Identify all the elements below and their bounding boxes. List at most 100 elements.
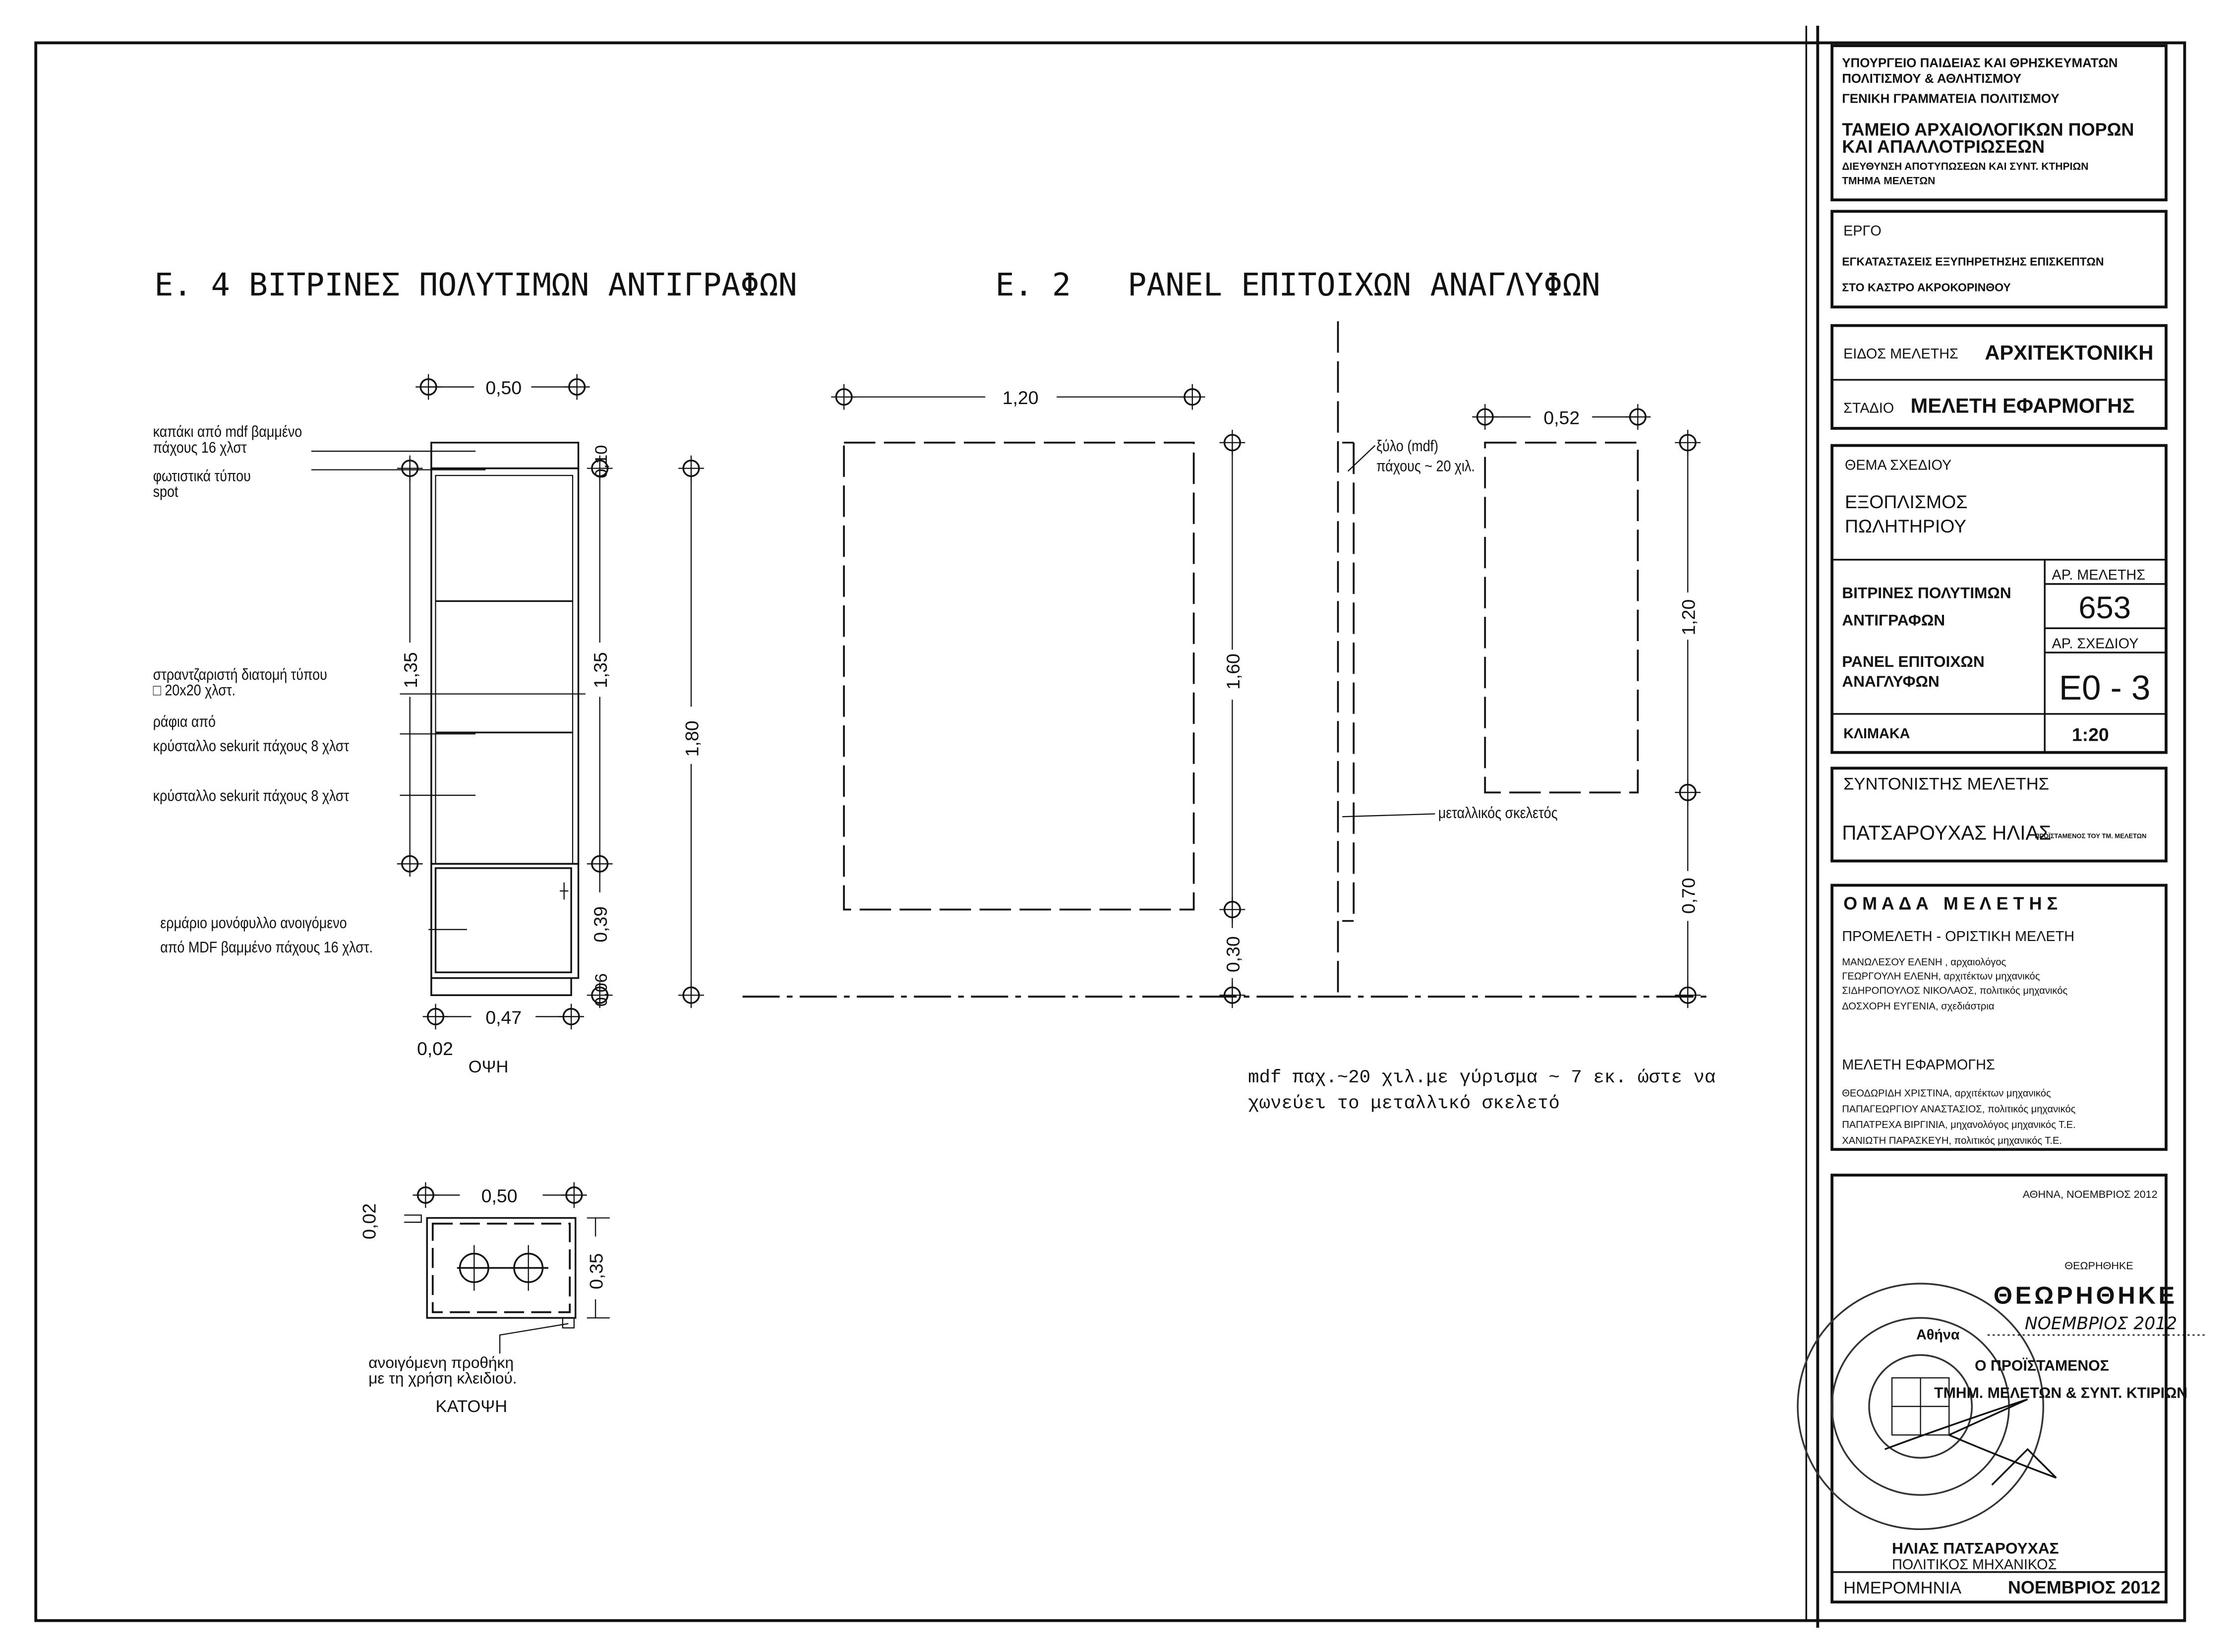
study-type: ΑΡΧΙΤΕΚΤΟΝΙΚΗ: [1985, 341, 2153, 364]
dim-cabinet: 0,39: [590, 906, 611, 943]
final-label: ΜΕΛΕΤΗ ΕΦΑΡΜΟΓΗΣ: [1842, 1057, 1995, 1073]
official-seal-icon: [1797, 1283, 2044, 1531]
date-value: ΝΟΕΜΒΡΙΟΣ 2012: [2008, 1577, 2161, 1597]
prelim-label: ΠΡΟΜΕΛΕΤΗ - ΟΡΙΣΤΙΚΗ ΜΕΛΕΤΗ: [1842, 929, 2074, 944]
date-label: ΗΜΕΡΟΜΗΝΙΑ: [1843, 1579, 1961, 1597]
dim-right-height: 1,35: [590, 652, 611, 688]
label: ράφια από: [153, 713, 216, 731]
signature-icon: [1884, 1398, 2057, 1486]
dim-offset: 0,02: [417, 1038, 453, 1059]
stamp-reviewed: ΘΕΩΡΗΘΗΚΕ: [1994, 1282, 2178, 1309]
dim-panel-height: 1,60: [1223, 653, 1243, 690]
stage: ΜΕΛΕΤΗ ΕΦΑΡΜΟΓΗΣ: [1910, 394, 2134, 417]
ministry-line: ΓΕΝΙΚΗ ΓΡΑΜΜΑΤΕΙΑ ΠΟΛΙΤΙΣΜΟΥ: [1842, 92, 2059, 106]
label: από MDF βαμμένο πάχους 16 χλστ.: [160, 939, 373, 956]
label: κρύσταλλο sekurit πάχους 8 χλστ: [153, 787, 350, 805]
coordinator-role: ΠΡΟΪΣΤΑΜΕΝΟΣ ΤΟΥ ΤΜ. ΜΕΛΕΤΩΝ: [2035, 832, 2146, 839]
drawing-item: ΑΝΑΓΛΥΦΩΝ: [1842, 672, 1940, 690]
vitrine-labels: καπάκι από mdf βαμμένο πάχους 16 χλστ φω…: [153, 423, 373, 956]
vitrine-elevation: [311, 386, 692, 1017]
stamp-head: Ο ΠΡΟΪΣΤΑΜΕΝΟΣ: [1975, 1358, 2109, 1374]
drawing-no-label: ΑΡ. ΣΧΕΔΙΟΥ: [2052, 636, 2139, 651]
drawing-item: ΑΝΤΙΓΡΑΦΩΝ: [1842, 611, 1945, 629]
stamp-handwritten-date: ΝΟΕΜΒΡΙΟΣ 2012: [2025, 1314, 2177, 1334]
panel-note: χωνεύει το μεταλλικό σκελετό: [1248, 1093, 1560, 1114]
scale-value: 1:20: [2072, 724, 2109, 745]
study-type-label: ΕΙΔΟΣ ΜΕΛΕΤΗΣ: [1843, 346, 1958, 362]
team-label: Ο Μ Α Δ Α Μ Ε Λ Ε Τ Η Σ: [1843, 893, 2058, 913]
dim-panel-width: 1,20: [1002, 387, 1039, 408]
label-metal-frame: μεταλλικός σκελετός: [1438, 804, 1558, 822]
dim-plan-width: 0,50: [481, 1185, 518, 1206]
team-member: ΜΑΝΩΛΕΣΟΥ ΕΛΕΝΗ , αρχαιολόγος: [1842, 957, 2006, 968]
team-member: ΧΑΝΙΩΤΗ ΠΑΡΑΣΚΕΥΗ, πολιτικός μηχανικός Τ…: [1842, 1135, 2062, 1146]
plan-texts: 0,50 0,35 0,02 ανοιγόμενη προθήκη με τη …: [359, 1185, 607, 1416]
label: με τη χρήση κλειδιού.: [368, 1369, 517, 1387]
vitrines-title: Ε. 4 ΒΙΤΡΙΝΕΣ ΠΟΛΥΤΙΜΩΝ ΑΝΤΙΓΡΑΦΩΝ: [154, 266, 797, 303]
dim-total: 1,80: [681, 720, 702, 757]
subject-line: ΕΞΟΠΛΙΣΜΟΣ: [1845, 491, 1967, 512]
dim-left-height: 1,35: [400, 652, 421, 688]
stage-label: ΣΤΑΔΙΟ: [1843, 400, 1894, 416]
drawing-no: Ε0 - 3: [2059, 668, 2150, 707]
dim-small-height: 1,20: [1678, 599, 1699, 636]
dim-plan-depth: 0,35: [586, 1253, 606, 1290]
dim-top-cap: 0,10: [592, 445, 611, 478]
label: κρύσταλλο sekurit πάχους 8 χλστ: [153, 737, 350, 755]
panel-title: Ε. 2 PANEL ΕΠΙΤΟΙΧΩΝ ΑΝΑΓΛΥΦΩΝ: [995, 266, 1600, 303]
ministry-line: ΤΜΗΜΑ ΜΕΛΕΤΩΝ: [1842, 176, 1935, 187]
title-block-texts: ΥΠΟΥΡΓΕΙΟ ΠΑΙΔΕΙΑΣ ΚΑΙ ΘΡΗΣΚΕΥΜΑΤΩΝ ΠΟΛΙ…: [1842, 56, 2160, 1597]
stamp-role: ΠΟΛΙΤΙΚΟΣ ΜΗΧΑΝΙΚΟΣ: [1892, 1557, 2057, 1573]
vitrine-plan: [404, 1194, 610, 1354]
ministry-line: ΠΟΛΙΤΙΣΜΟΥ & ΑΘΛΗΤΙΣΜΟΥ: [1842, 72, 2021, 86]
stamp-city: Αθήνα: [1916, 1327, 1960, 1343]
drawing-item: ΒΙΤΡΙΝΕΣ ΠΟΛΥΤΙΜΩΝ: [1842, 584, 2011, 602]
view-label-elevation: ΟΨΗ: [469, 1058, 509, 1076]
dim-panel-floor: 0,30: [1223, 936, 1243, 972]
ministry-line: ΚΑΙ ΑΠΑΛΛΟΤΡΙΩΣΕΩΝ: [1842, 136, 2045, 157]
dim-small-floor: 0,70: [1678, 878, 1699, 914]
project-line: ΕΓΚΑΤΑΣΤΑΣΕΙΣ ΕΞΥΠΗΡΕΤΗΣΗΣ ΕΠΙΣΚΕΠΤΩΝ: [1842, 255, 2104, 268]
panel-drawing: [742, 321, 1707, 998]
label-wood: ξύλο (mdf): [1376, 437, 1438, 455]
stamp-department: ΤΜΗΜ. ΜΕΛΕΤΩΝ & ΣΥΝΤ. ΚΤΙΡΙΩΝ: [1934, 1385, 2187, 1401]
label: στραντζαριστή διατομή τύπου: [153, 666, 327, 684]
ministry-line: ΥΠΟΥΡΓΕΙΟ ΠΑΙΔΕΙΑΣ ΚΑΙ ΘΡΗΣΚΕΥΜΑΤΩΝ: [1842, 56, 2118, 70]
place-date: ΑΘΗΝΑ, ΝΟΕΜΒΡΙΟΣ 2012: [2023, 1188, 2158, 1200]
ministry-line: ΤΑΜΕΙΟ ΑΡΧΑΙΟΛΟΓΙΚΩΝ ΠΟΡΩΝ: [1842, 119, 2134, 140]
drawing-item: PANEL ΕΠΙΤΟΙΧΩΝ: [1842, 652, 1984, 670]
coordinator-label: ΣΥΝΤΟΝΙΣΤΗΣ ΜΕΛΕΤΗΣ: [1843, 775, 2049, 794]
label: spot: [153, 483, 178, 501]
reviewed-label: ΘΕΩΡΗΘΗΚΕ: [2064, 1259, 2133, 1272]
title-block: [1830, 44, 2168, 1604]
team-member: ΓΕΩΡΓΟΥΛΗ ΕΛΕΝΗ, αρχιτέκτων μηχανικός: [1842, 971, 2040, 982]
view-label-plan: ΚΑΤΟΨΗ: [436, 1397, 508, 1416]
dim-base: 0,06: [592, 973, 611, 1006]
label: ερμάριο μονόφυλλο ανοιγόμενο: [160, 914, 347, 932]
label: πάχους 16 χλστ: [153, 439, 247, 457]
subject-line: ΠΩΛΗΤΗΡΙΟΥ: [1845, 516, 1966, 536]
study-no: 653: [2078, 590, 2131, 625]
label: καπάκι από mdf βαμμένο: [153, 423, 302, 441]
team-member: ΣΙΔΗΡΟΠΟΥΛΟΣ ΝΙΚΟΛΑΟΣ, πολιτικός μηχανικ…: [1842, 985, 2067, 996]
label: ανοιγόμενη προθήκη: [368, 1354, 514, 1371]
project-line: ΣΤΟ ΚΑΣΤΡΟ ΑΚΡΟΚΟΡΙΝΘΟΥ: [1842, 281, 2011, 294]
label: □ 20x20 χλστ.: [153, 681, 236, 699]
panel-note: mdf παχ.~20 χιλ.με γύρισμα ~ 7 εκ. ώστε …: [1248, 1067, 1715, 1088]
subject-label: ΘΕΜΑ ΣΧΕΔΙΟΥ: [1845, 457, 1951, 473]
team-member: ΔΟΣΧΟΡΗ ΕΥΓΕΝΙΑ, σχεδιάστρια: [1842, 1001, 1995, 1012]
label-thickness: πάχους ~ 20 χιλ.: [1376, 457, 1475, 475]
approval-stamp: ΘΕΩΡΗΘΗΚΕ ΝΟΕΜΒΡΙΟΣ 2012 Αθήνα Ο ΠΡΟΪΣΤΑ…: [1797, 1282, 2206, 1573]
scale-label: ΚΛΙΜΑΚΑ: [1843, 726, 1910, 742]
team-member: ΠΑΠΑΓΕΩΡΓΙΟΥ ΑΝΑΣΤΑΣΙΟΣ, πολιτικός μηχαν…: [1842, 1104, 2075, 1115]
dim-width-bottom: 0,47: [485, 1007, 522, 1028]
vitrine-dimensions: 0,50 1,35 0,10 1,35 0,39 0,06 1,80 0,47 …: [400, 377, 702, 1076]
dim-width-top: 0,50: [485, 377, 522, 398]
stamp-name: ΗΛΙΑΣ ΠΑΤΣΑΡΟΥΧΑΣ: [1892, 1539, 2059, 1557]
dim-plan-offset: 0,02: [359, 1203, 380, 1239]
team-member: ΠΑΠΑΤΡΕΧΑ ΒΙΡΓΙΝΙΑ, μηχανολόγος μηχανικό…: [1842, 1120, 2076, 1130]
label: φωτιστικά τύπου: [153, 467, 251, 485]
project-label: ΕΡΓΟ: [1843, 223, 1882, 239]
dim-small-width: 0,52: [1543, 407, 1580, 428]
